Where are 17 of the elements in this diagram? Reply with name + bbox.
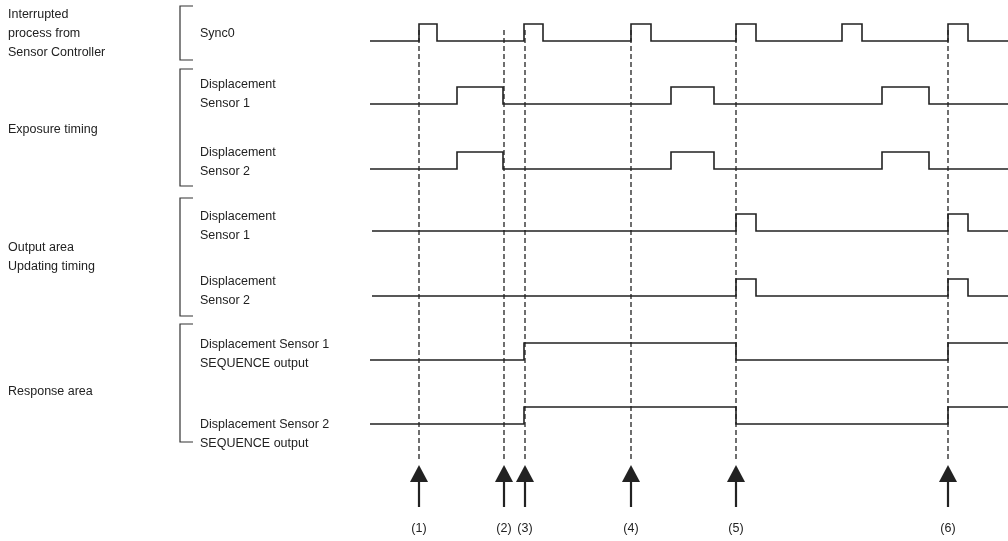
time-marker-label: (1) — [411, 520, 427, 537]
time-marker-label: (3) — [517, 520, 533, 537]
signal-label: Displacement Sensor 1 SEQUENCE output — [200, 336, 331, 372]
time-marker-label: (6) — [940, 520, 956, 537]
signal-label: Sync0 — [200, 25, 236, 42]
signal-label: Displacement Sensor 2 SEQUENCE output — [200, 416, 331, 452]
time-marker-label: (2) — [496, 520, 512, 537]
group-label: Interrupted process from Sensor Controller — [8, 6, 107, 61]
time-marker-label: (5) — [728, 520, 744, 537]
group-label: Response area — [8, 383, 94, 400]
group-label: Exposure timing — [8, 121, 99, 138]
signal-label: Displacement Sensor 1 — [200, 208, 277, 244]
time-marker-label: (4) — [623, 520, 639, 537]
signal-label: Displacement Sensor 2 — [200, 273, 277, 309]
group-label: Output area Updating timing — [8, 239, 96, 275]
signal-label: Displacement Sensor 1 — [200, 76, 277, 112]
signal-label: Displacement Sensor 2 — [200, 144, 277, 180]
